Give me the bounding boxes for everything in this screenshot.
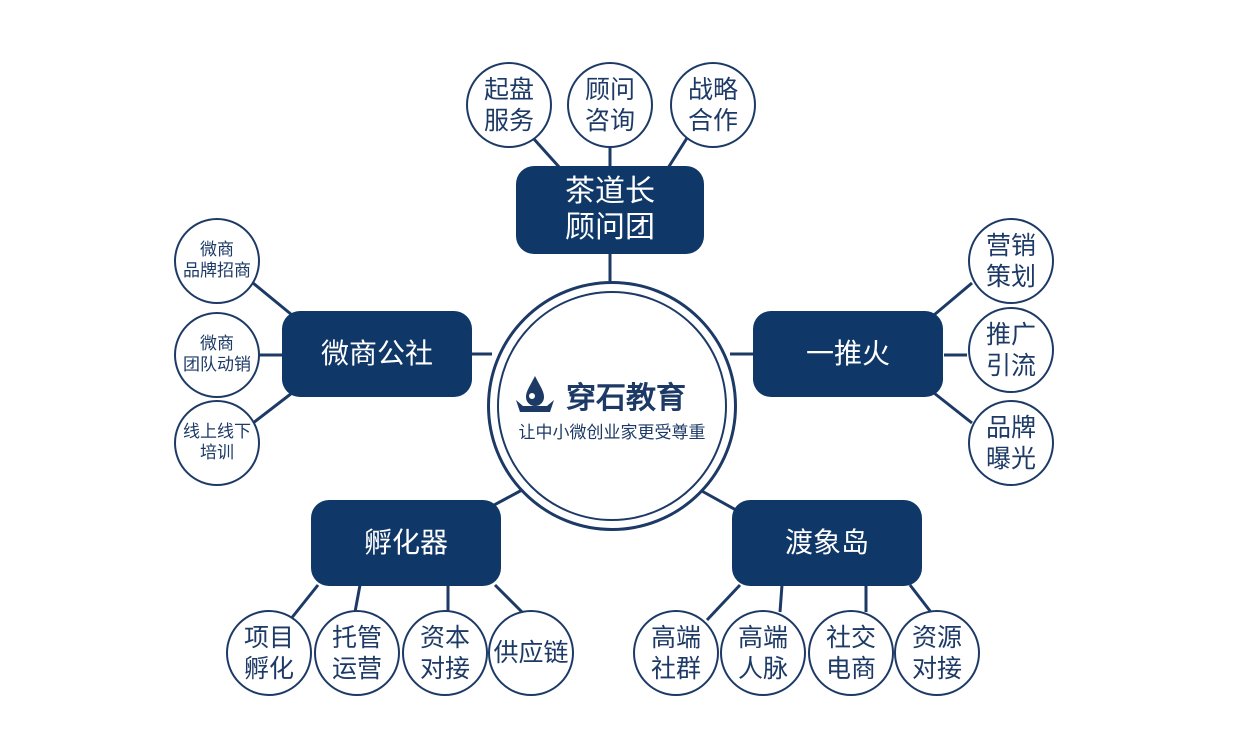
connector bbox=[252, 281, 293, 317]
hub-label: 孵化器 bbox=[363, 526, 448, 560]
connector bbox=[252, 391, 293, 425]
bubble-bottom-right-2[interactable]: 高端 人脉 bbox=[720, 610, 806, 696]
hub-bottom-left[interactable]: 孵化器 bbox=[311, 500, 501, 586]
connector bbox=[353, 584, 362, 613]
bubble-bottom-right-4[interactable]: 资源 对接 bbox=[894, 610, 980, 696]
bubble-bottom-left-4[interactable]: 供应链 bbox=[488, 610, 574, 696]
bubble-bottom-right-3[interactable]: 社交 电商 bbox=[808, 610, 894, 696]
water-drop-stone-logo-icon bbox=[516, 376, 554, 412]
brand-name: 穿石教育 bbox=[566, 381, 686, 416]
bubble-bottom-left-1[interactable]: 项目 孵化 bbox=[226, 610, 312, 696]
brand-logo: 穿石教育 bbox=[512, 370, 712, 420]
connector bbox=[288, 584, 320, 621]
bubble-top-1[interactable]: 起盘 服务 bbox=[466, 62, 552, 148]
bubble-left-3[interactable]: 线上线下 培训 bbox=[174, 400, 260, 486]
bubble-left-1[interactable]: 微商 品牌招商 bbox=[174, 218, 260, 304]
hub-label: 茶道长 顾问团 bbox=[565, 174, 655, 245]
hub-label: 微商公社 bbox=[320, 337, 433, 371]
bubble-left-2[interactable]: 微商 团队动销 bbox=[174, 312, 260, 398]
hub-bottom-right[interactable]: 渡象岛 bbox=[732, 500, 922, 586]
bubble-right-2[interactable]: 推广 引流 bbox=[968, 307, 1054, 393]
hub-left[interactable]: 微商公社 bbox=[282, 311, 472, 397]
connector bbox=[666, 137, 689, 169]
brand-slogan: 让中小微创业家更受尊重 bbox=[518, 423, 706, 443]
bubble-bottom-left-3[interactable]: 资本 对接 bbox=[402, 610, 488, 696]
hub-label: 一推火 bbox=[805, 337, 890, 371]
connector bbox=[933, 281, 973, 317]
hub-label: 渡象岛 bbox=[784, 526, 869, 560]
hub-right[interactable]: 一推火 bbox=[753, 311, 943, 397]
bubble-top-2[interactable]: 顾问 咨询 bbox=[567, 62, 653, 148]
bubble-right-1[interactable]: 营销 策划 bbox=[968, 218, 1054, 304]
connector bbox=[933, 391, 973, 425]
connector bbox=[705, 583, 742, 622]
connector bbox=[493, 583, 524, 614]
connector bbox=[778, 584, 784, 613]
bubble-right-3[interactable]: 品牌 曝光 bbox=[968, 400, 1054, 486]
bubble-bottom-left-2[interactable]: 托管 运营 bbox=[314, 610, 400, 696]
hub-top[interactable]: 茶道长 顾问团 bbox=[516, 166, 704, 254]
connector bbox=[531, 136, 562, 170]
bubble-bottom-right-1[interactable]: 高端 社群 bbox=[633, 610, 719, 696]
bubble-top-3[interactable]: 战略 合作 bbox=[670, 62, 756, 148]
